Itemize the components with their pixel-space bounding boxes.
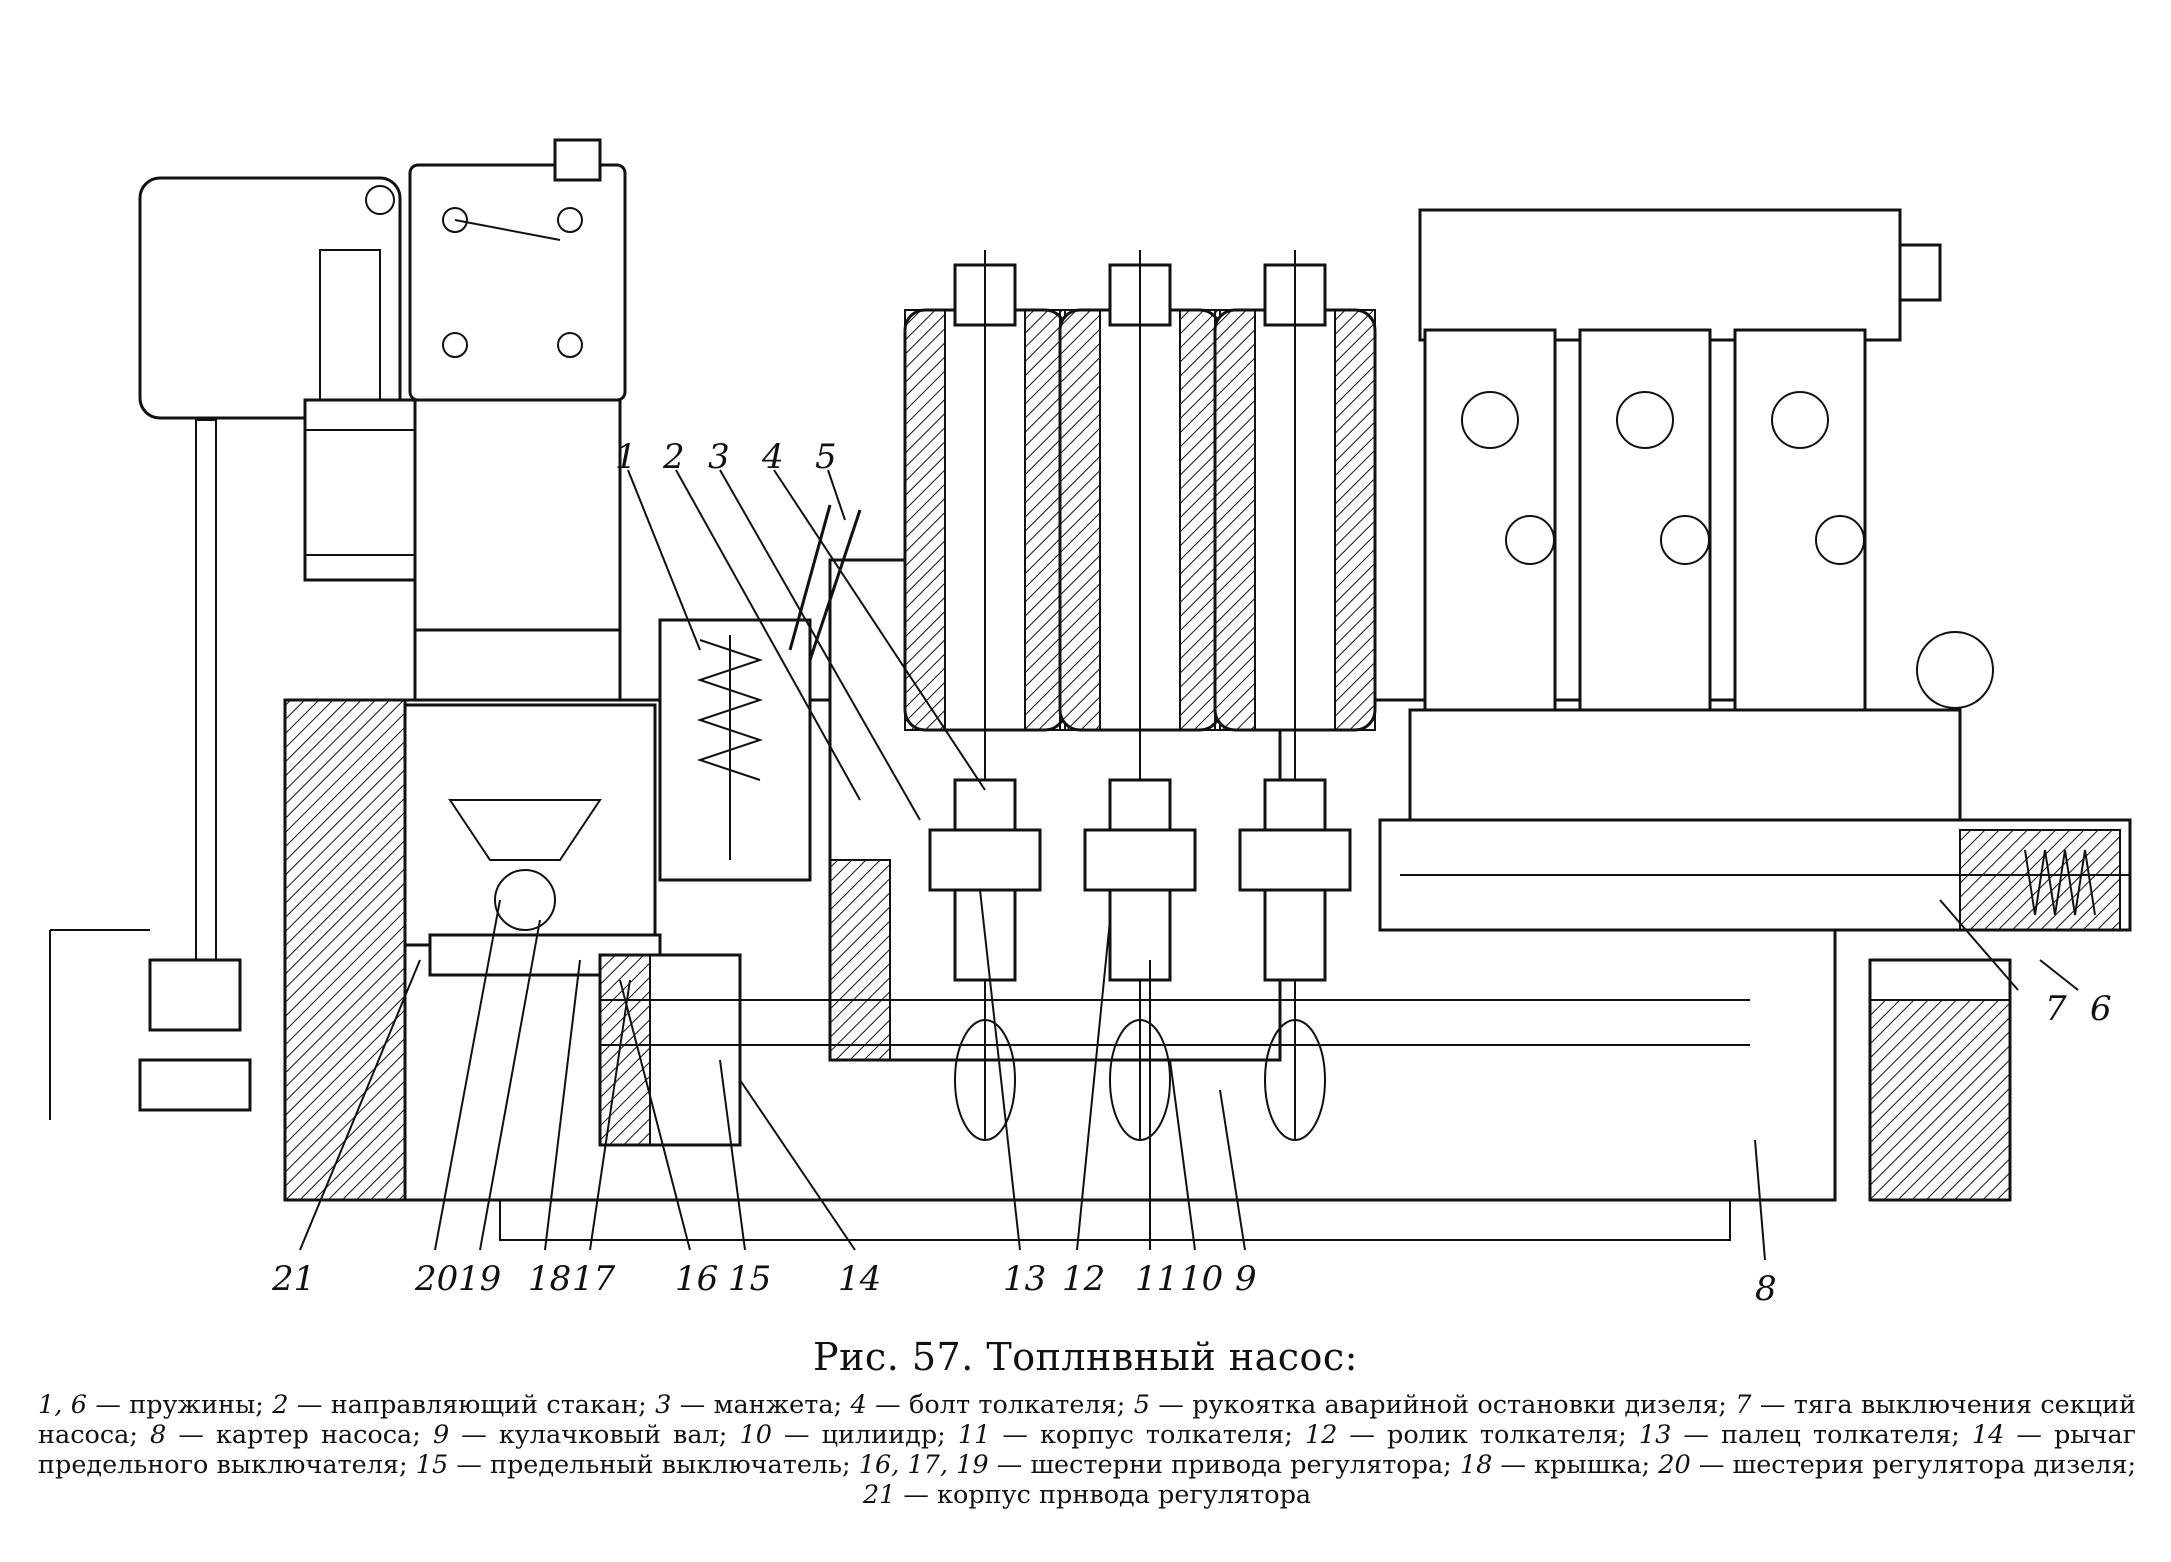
legend-item: 2 — направляющий стакан; (272, 1390, 647, 1420)
callout-18: 18 (528, 1259, 571, 1299)
control-linkage (49, 419, 252, 1120)
actuator-box (408, 138, 627, 702)
legend-item: 10 — цилиидр; (739, 1420, 946, 1450)
legend-item: 3 — манжета; (655, 1390, 843, 1420)
callout-9: 9 (1235, 1259, 1257, 1299)
callout-17: 17 (572, 1259, 616, 1299)
callout-14: 14 (838, 1259, 881, 1299)
callout-3: 3 (708, 437, 730, 477)
legend-item: 13 — палец толкателя; (1638, 1420, 1960, 1450)
legend-item: 15 — предельный выключатель; (415, 1450, 851, 1480)
leader-lines (299, 469, 2079, 1261)
legend-item: 18 — крышка; (1459, 1450, 1651, 1480)
callout-7: 7 (2045, 989, 2067, 1029)
emergency-stop-handle (788, 504, 862, 661)
legend-item: 8 — картер насоса; (150, 1420, 421, 1450)
callout-5: 5 (815, 437, 837, 477)
legend-item: 12 — ролик толкателя; (1304, 1420, 1627, 1450)
pump-housing (283, 558, 1837, 1241)
legend-item: 5 — рукоятка аварийной остановки дизеля; (1133, 1390, 1727, 1420)
legend-item: 4 — болт толкателя; (850, 1390, 1126, 1420)
callout-8: 8 (1755, 1269, 1777, 1309)
callout-6: 6 (2090, 989, 2112, 1029)
callout-20: 20 (414, 1259, 458, 1299)
fuel-pump-drawing: 1 2 3 4 5 6 7 8 9 10 11 12 13 14 15 16 1… (49, 138, 2132, 1309)
legend-item: 21 — корпус прнвода регулятора (862, 1480, 1312, 1510)
governor-housing (138, 176, 417, 582)
legend-item: 16, 17, 19 — шестерни привода регулятора… (858, 1450, 1452, 1480)
callout-11: 11 (1135, 1259, 1178, 1299)
legend-item: 7 — тяга выключения секций насоса; (38, 1390, 2137, 1450)
callout-16: 16 (675, 1259, 718, 1299)
right-section-bank (1378, 208, 2132, 1202)
pump-section-1 (903, 250, 1067, 1141)
callout-labels: 1 2 3 4 5 6 7 8 9 10 11 12 13 14 15 16 1… (271, 437, 2112, 1309)
legend-item: 9 — кулачковый вал; (432, 1420, 728, 1450)
pump-section-2 (1058, 250, 1222, 1141)
callout-15: 15 (728, 1259, 771, 1299)
callout-13: 13 (1003, 1259, 1046, 1299)
callout-4: 4 (761, 437, 784, 477)
callout-2: 2 (662, 437, 685, 477)
figure-title: Рис. 57. Топлнвный насос: (813, 1335, 1358, 1379)
pump-section-3 (1213, 250, 1377, 1141)
callout-10: 10 (1180, 1259, 1223, 1299)
legend-item: 20 — шестерия регулятора дизеля; (1658, 1450, 2137, 1480)
figure-legend: 1, 6 — пружины; 2 — направляющий стакан;… (38, 1390, 2136, 1510)
callout-1: 1 (615, 437, 637, 477)
legend-item: 11 — корпус толкателя; (957, 1420, 1293, 1450)
legend-item: 1, 6 — пружины; (38, 1390, 264, 1420)
callout-21: 21 (271, 1259, 315, 1299)
callout-19: 19 (458, 1259, 501, 1299)
callout-12: 12 (1062, 1259, 1105, 1299)
legend-item: 14 — рычаг предельного выключателя; (38, 1420, 2137, 1480)
